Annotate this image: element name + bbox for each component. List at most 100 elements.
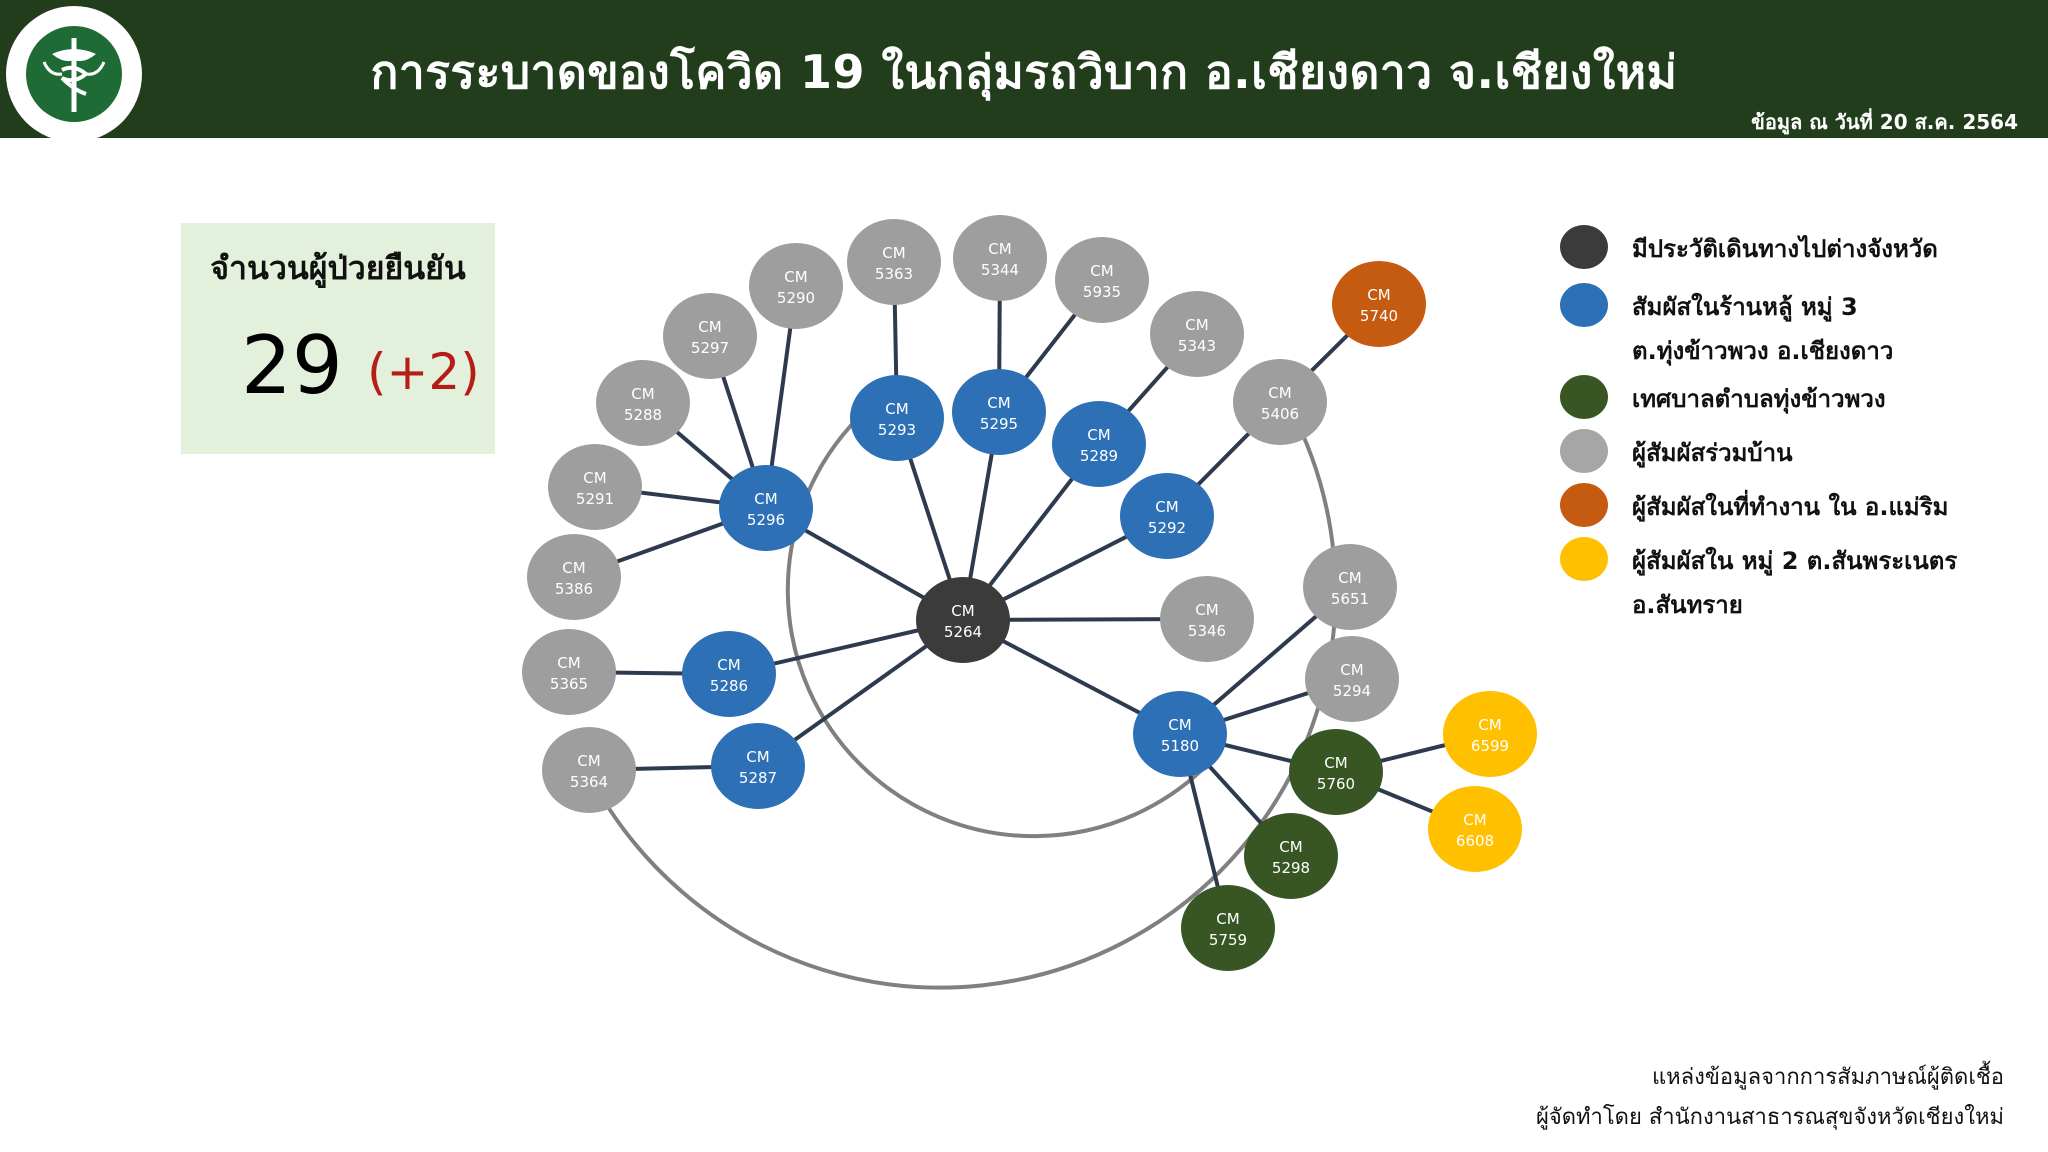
network-nodes: CM5264CM5296CM5286CM5287CM5293CM5295CM52… — [522, 215, 1537, 971]
node-id: 5286 — [710, 677, 748, 695]
node-id: 5290 — [777, 289, 815, 307]
node-circle — [542, 727, 636, 813]
node-prefix: CM — [1268, 384, 1291, 402]
node-circle — [1332, 261, 1426, 347]
node-id: 5386 — [555, 580, 593, 598]
node-id: 5288 — [624, 406, 662, 424]
node-id: 5292 — [1148, 519, 1186, 537]
node-id: 5406 — [1261, 405, 1299, 423]
confirmed-count-value: 29 — [241, 319, 343, 412]
node-circle — [711, 723, 805, 809]
node-id: 5760 — [1317, 775, 1355, 793]
legend-dot — [1560, 429, 1608, 473]
node-circle — [1233, 359, 1327, 445]
legend-dot — [1560, 283, 1608, 327]
node-prefix: CM — [746, 748, 769, 766]
node-id: 5344 — [981, 261, 1019, 279]
legend-label: เทศบาลตำบลทุ่งข้าวพวง — [1632, 385, 1886, 413]
node-id: 5296 — [747, 511, 785, 529]
legend-label: ผู้สัมผัสร่วมบ้าน — [1632, 439, 1793, 467]
node-circle — [522, 629, 616, 715]
node-prefix: CM — [1367, 286, 1390, 304]
legend-dot — [1560, 375, 1608, 419]
node-circle — [527, 534, 621, 620]
node-circle — [1303, 544, 1397, 630]
node-5386: CM 5386 — [527, 534, 621, 620]
source-note: แหล่งข้อมูลจากการสัมภาษณ์ผู้ติดเชื้อ ผู้… — [1536, 1058, 2004, 1138]
node-prefix: CM — [1195, 601, 1218, 619]
node-circle — [663, 293, 757, 379]
node-circle — [1133, 691, 1227, 777]
node-prefix: CM — [717, 656, 740, 674]
node-circle — [1443, 691, 1537, 777]
node-5344: CM 5344 — [953, 215, 1047, 301]
node-circle — [1181, 885, 1275, 971]
legend-dot — [1560, 225, 1608, 269]
node-id: 5291 — [576, 490, 614, 508]
node-id: 5287 — [739, 769, 777, 787]
page-title: การระบาดของโควิด 19 ในกลุ่มรถวิบาก อ.เชี… — [370, 45, 1678, 99]
node-circle — [749, 243, 843, 329]
node-5286: CM 5286 — [682, 631, 776, 717]
node-circle — [1055, 237, 1149, 323]
node-id: 5298 — [1272, 859, 1310, 877]
node-circle — [1428, 786, 1522, 872]
node-prefix: CM — [562, 559, 585, 577]
node-5406: CM 5406 — [1233, 359, 1327, 445]
node-circle — [1289, 729, 1383, 815]
data-date: ข้อมูล ณ วันที่ 20 ส.ค. 2564 — [1751, 110, 2018, 134]
node-prefix: CM — [1185, 316, 1208, 334]
node-id: 5935 — [1083, 283, 1121, 301]
node-id: 5289 — [1080, 447, 1118, 465]
node-id: 6599 — [1471, 737, 1509, 755]
node-circle — [1120, 473, 1214, 559]
legend-label: สัมผัสในร้านหลู้ หมู่ 3 — [1632, 293, 1858, 321]
node-circle — [850, 375, 944, 461]
legend-label: ผู้สัมผัสใน หมู่ 2 ต.สันพระเนตร — [1632, 547, 1958, 575]
node-circle — [1052, 401, 1146, 487]
node-circle — [596, 360, 690, 446]
node-prefix: CM — [784, 268, 807, 286]
node-prefix: CM — [1279, 838, 1302, 856]
node-prefix: CM — [1463, 811, 1486, 829]
legend-label-line2: ต.ทุ่งข้าวพวง อ.เชียงดาว — [1632, 337, 1894, 365]
node-circle — [1244, 813, 1338, 899]
node-circle — [1305, 636, 1399, 722]
node-prefix: CM — [988, 240, 1011, 258]
node-circle — [682, 631, 776, 717]
confirmed-count-label: จำนวนผู้ป่วยยืนยัน — [210, 249, 466, 287]
node-prefix: CM — [1324, 754, 1347, 772]
node-circle — [719, 465, 813, 551]
source-line-1: แหล่งข้อมูลจากการสัมภาษณ์ผู้ติดเชื้อ — [1651, 1065, 2004, 1090]
ministry-logo — [6, 6, 142, 142]
node-prefix: CM — [882, 244, 905, 262]
legend-dot — [1560, 537, 1608, 581]
node-prefix: CM — [698, 318, 721, 336]
node-circle — [1160, 576, 1254, 662]
node-prefix: CM — [557, 654, 580, 672]
node-prefix: CM — [583, 469, 606, 487]
node-prefix: CM — [1340, 661, 1363, 679]
header-bar: การระบาดของโควิด 19 ในกลุ่มรถวิบาก อ.เชี… — [0, 0, 2048, 142]
node-id: 6608 — [1456, 832, 1494, 850]
node-circle — [847, 219, 941, 305]
node-id: 5364 — [570, 773, 608, 791]
